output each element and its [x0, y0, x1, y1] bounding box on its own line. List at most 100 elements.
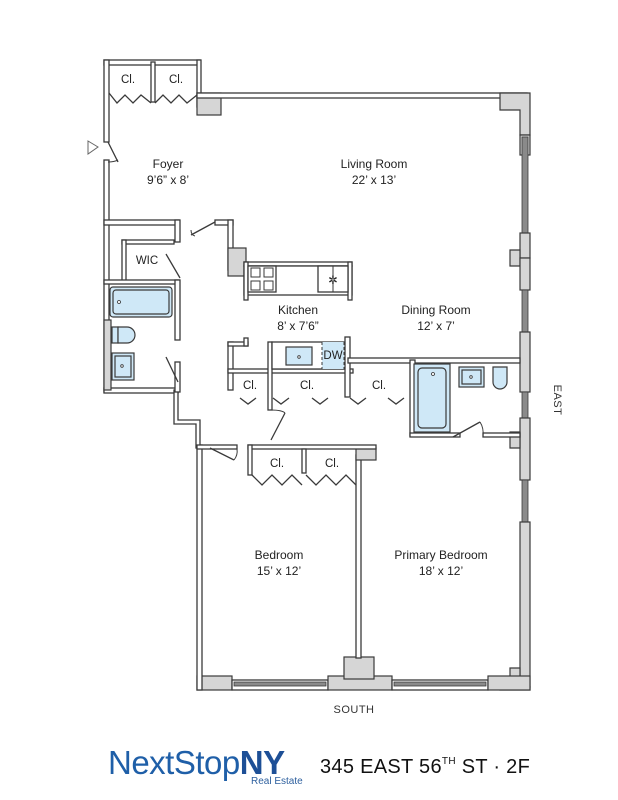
- bedroom-name: Bedroom: [255, 548, 304, 562]
- closet-bifold-door[interactable]: [251, 474, 303, 486]
- address-ordinal: TH: [441, 756, 456, 767]
- closet-bifold-door[interactable]: [272, 397, 290, 405]
- brand-logo: NextStopNY: [108, 746, 285, 779]
- wall: [409, 432, 461, 438]
- drain-icon: [120, 364, 124, 368]
- wall: [301, 448, 307, 474]
- wall: [174, 219, 181, 243]
- drain-icon: [297, 355, 301, 359]
- closet-bifold-door[interactable]: [239, 397, 257, 405]
- compass-south: SOUTH: [334, 704, 375, 716]
- wall-pier: [355, 447, 377, 461]
- closet-label: Cl.: [300, 380, 314, 392]
- wall: [519, 232, 531, 259]
- bath-door[interactable]: [452, 421, 481, 438]
- dishwasher-label: DW: [323, 350, 342, 362]
- door-swing: [190, 229, 196, 237]
- wall: [103, 59, 110, 143]
- compass-east: EAST: [551, 385, 563, 416]
- wall-pier: [227, 247, 247, 277]
- closet-bifold-door[interactable]: [311, 397, 329, 405]
- wall: [196, 444, 203, 691]
- foyer-dims: 9’6” x 8’: [147, 173, 189, 187]
- living-room-name: Living Room: [341, 157, 408, 171]
- closet-bifold-door[interactable]: [108, 92, 152, 104]
- wall: [103, 279, 180, 285]
- closet-label: Cl.: [243, 380, 257, 392]
- wall: [344, 336, 351, 398]
- burner-icon: [250, 280, 261, 291]
- drain-icon: [469, 375, 473, 379]
- brand-name-bold: NY: [239, 744, 285, 781]
- window: [521, 479, 529, 523]
- primary-bedroom-dims: 18’ x 12’: [419, 564, 463, 578]
- wall: [196, 444, 238, 450]
- wic-door[interactable]: [165, 253, 181, 279]
- window: [233, 681, 327, 687]
- wall: [519, 257, 531, 291]
- wall: [347, 357, 521, 364]
- bath-door[interactable]: [165, 356, 179, 383]
- dishwasher: [322, 342, 344, 369]
- closet-bifold-door[interactable]: [305, 474, 357, 486]
- brand-tagline: Real Estate: [251, 776, 303, 787]
- closet-bifold-door[interactable]: [387, 397, 405, 405]
- window: [521, 136, 529, 234]
- door-swing: [479, 421, 484, 438]
- closet-label: Cl.: [270, 458, 284, 470]
- burner-icon: [250, 267, 261, 278]
- wic-label: WIC: [136, 255, 158, 267]
- bedroom-dims: 15’ x 12’: [257, 564, 301, 578]
- closet-bifold-door[interactable]: [349, 397, 367, 405]
- dining-room-name: Dining Room: [401, 303, 470, 317]
- wall: [103, 219, 180, 226]
- wall: [519, 417, 531, 481]
- wall: [482, 432, 521, 438]
- foyer-name: Foyer: [153, 157, 184, 171]
- property-address: 345 EAST 56TH ST · 2F: [320, 756, 530, 779]
- closet-label: Cl.: [169, 74, 183, 86]
- bedroom-door[interactable]: [270, 412, 286, 441]
- wall: [267, 341, 273, 411]
- kitchen-name: Kitchen: [278, 303, 318, 317]
- wall: [150, 61, 156, 103]
- wall: [103, 387, 179, 394]
- toilet: [492, 366, 508, 390]
- stove: [247, 265, 277, 293]
- fridge-icon: ✲: [328, 275, 338, 287]
- wall: [196, 92, 528, 99]
- drain-icon: [431, 372, 435, 376]
- wall-pier: [343, 656, 375, 680]
- door-swing: [107, 159, 119, 163]
- window: [521, 391, 529, 419]
- entry-arrow-icon: [87, 140, 99, 155]
- toilet-tank: [111, 326, 119, 344]
- footer: NextStopNY Real Estate 345 EAST 56TH ST …: [108, 746, 530, 790]
- wall: [487, 675, 531, 691]
- wall: [174, 279, 181, 341]
- wall: [247, 444, 377, 450]
- closet-label: Cl.: [325, 458, 339, 470]
- closet-label: Cl.: [372, 380, 386, 392]
- wall: [227, 341, 234, 391]
- wall: [355, 454, 362, 659]
- bathtub-basin: [112, 289, 170, 315]
- living-room-dims: 22’ x 13’: [352, 173, 396, 187]
- toilet-bowl: [117, 326, 136, 344]
- door-swing: [270, 409, 286, 414]
- wall: [247, 444, 253, 476]
- entry-door[interactable]: [107, 141, 119, 163]
- address-main: 345 EAST 56: [320, 756, 442, 778]
- bedroom-entry-door[interactable]: [209, 447, 235, 461]
- door-swing: [233, 448, 238, 461]
- burner-icon: [263, 267, 274, 278]
- wall: [103, 319, 112, 391]
- closet-bifold-door[interactable]: [154, 94, 198, 104]
- drain-icon: [117, 300, 121, 304]
- kitchen-dims: 8’ x 7’6”: [277, 319, 319, 333]
- bathtub-basin: [417, 367, 447, 429]
- closet-label: Cl.: [121, 74, 135, 86]
- kitchen-door[interactable]: [190, 221, 216, 236]
- brand-name-light: NextStop: [108, 744, 240, 781]
